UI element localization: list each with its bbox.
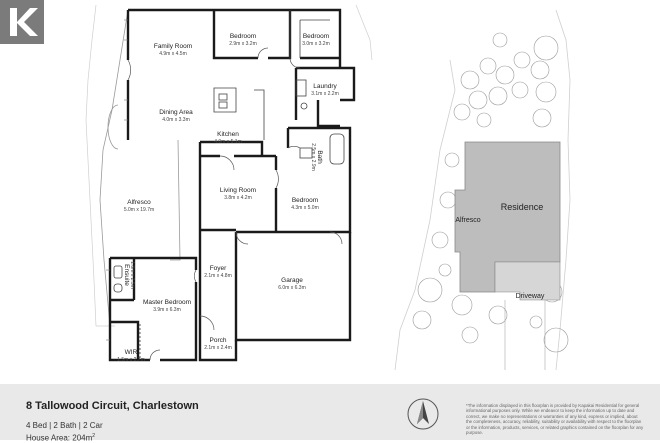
room-name: Living Room — [220, 187, 256, 194]
room-dims: 1.5m x 2.7m — [117, 357, 145, 363]
room-dims: 3.8m x 4.2m — [224, 195, 252, 201]
agency-logo-icon — [0, 0, 44, 44]
room-dims: 2.9m x 3.2m — [229, 41, 257, 47]
room-dims: 2.1m x 2.4m — [204, 345, 232, 351]
room-dims: 3.9m x 6.3m — [153, 307, 181, 313]
boundary-lines — [85, 4, 373, 327]
site-residence-label: Residence — [501, 202, 544, 212]
residence-footprint — [454, 141, 561, 293]
room-name: Bedroom — [292, 197, 318, 204]
property-address: 8 Tallowood Circuit, Charlestown — [26, 400, 199, 412]
garage-footprint — [494, 261, 561, 301]
room-name: Dining Area — [159, 109, 193, 116]
room-dims: 6.0m x 6.3m — [278, 285, 306, 291]
room-labels: Family Room 4.9m x 4.5m Bedroom 2.9m x 3… — [117, 33, 339, 363]
floorplan-drawing: Family Room 4.9m x 4.5m Bedroom 2.9m x 3… — [0, 0, 571, 371]
room-dims: 3.1m x 2.2m — [311, 91, 339, 97]
room-name: Bedroom — [230, 33, 256, 40]
disclaimer-text: *The information displayed in this floor… — [466, 403, 644, 436]
house-area: House Area: 204m2 — [26, 433, 95, 443]
site-plan: Residence Alfresco Driveway — [394, 9, 571, 371]
room-name: Ensuite — [123, 264, 130, 286]
room-name: Bedroom — [303, 33, 329, 40]
room-name: Garage — [281, 277, 303, 284]
room-dims: 4.0m x 3.3m — [162, 117, 190, 123]
alfresco-outline — [99, 9, 181, 327]
house-area-text: House Area: 204m — [26, 433, 93, 443]
site-alfresco-label: Alfresco — [455, 217, 480, 224]
room-name: Foyer — [210, 265, 227, 272]
room-name: WIR — [125, 349, 138, 356]
room-dims: 2.5m x 2.9m — [310, 143, 316, 171]
footer-bar — [0, 384, 660, 440]
window-marks — [106, 19, 128, 341]
door-swings — [127, 47, 343, 361]
property-specs: 4 Bed | 2 Bath | 2 Car — [26, 421, 103, 430]
room-name: Bath — [316, 150, 323, 164]
room-name: Porch — [210, 337, 227, 344]
driveway-lines — [504, 300, 546, 370]
room-dims: 5.0m x 19.7m — [124, 207, 154, 213]
room-name: Family Room — [154, 43, 192, 50]
room-name: Kitchen — [217, 131, 239, 138]
room-name: Alfresco — [127, 199, 151, 206]
room-dims: 1.8m x 2.5m — [129, 261, 135, 289]
house-walls — [108, 8, 356, 362]
interior-details — [113, 10, 345, 358]
site-driveway-label: Driveway — [516, 293, 545, 300]
room-name: Master Bedroom — [143, 299, 191, 306]
room-dims: 2.1m x 4.8m — [204, 273, 232, 279]
room-dims: 3.0m x 3.2m — [302, 41, 330, 47]
room-dims: 4.9m x 4.5m — [159, 51, 187, 57]
house-area-unit: 2 — [92, 433, 96, 439]
room-dims: 4.0m x 5.1m — [214, 139, 242, 145]
room-dims: 4.3m x 5.0m — [291, 205, 319, 211]
room-name: Laundry — [313, 83, 337, 90]
north-arrow-icon — [407, 398, 439, 430]
